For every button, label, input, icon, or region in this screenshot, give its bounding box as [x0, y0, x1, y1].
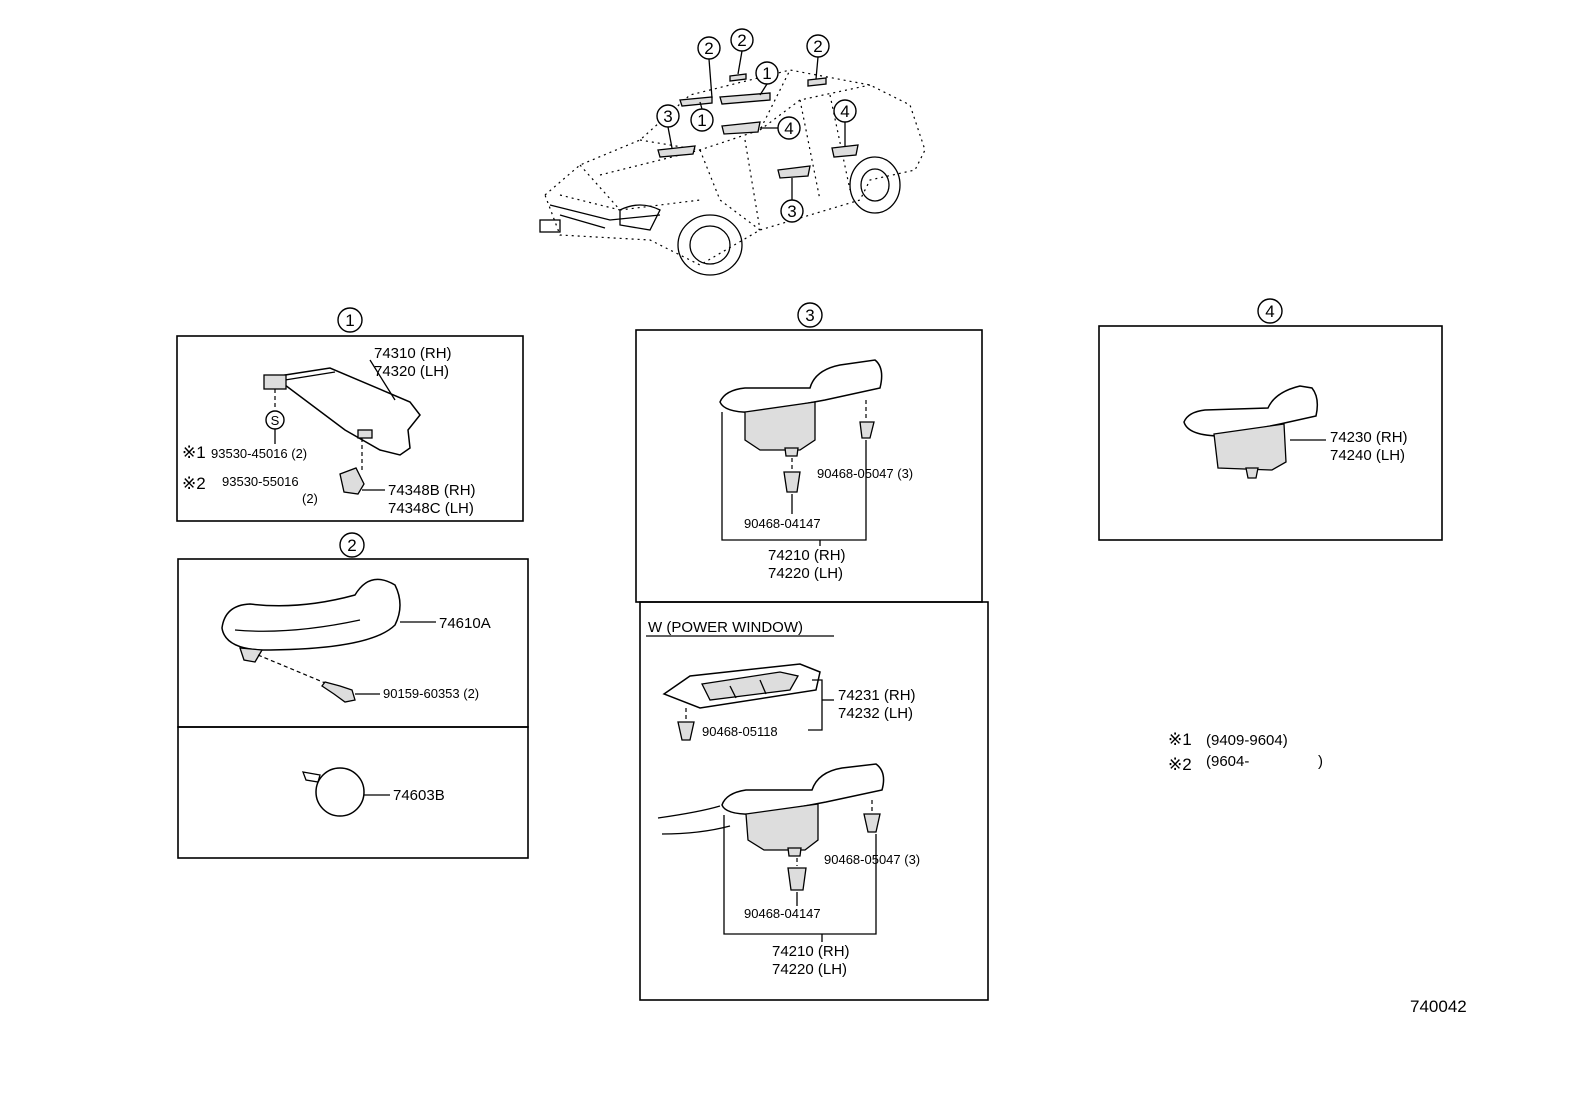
- section-1-callout: 1: [345, 311, 354, 330]
- section-3-door-pull: 3 90468-05047 (3) 90468-04147 74210 (RH)…: [635, 302, 989, 1001]
- label-74220: 74220 (LH): [768, 565, 843, 582]
- label-93530-45016: 93530-45016 (2): [211, 446, 307, 461]
- diagram-id: 740042: [1410, 997, 1467, 1016]
- car-callout-3a: 3: [663, 107, 672, 126]
- label-74232: 74232 (LH): [838, 705, 913, 722]
- s-mark: S: [271, 413, 280, 428]
- footnote1-text: (9409-9604): [1206, 732, 1288, 749]
- label-74610A: 74610A: [439, 615, 491, 632]
- car-callout-4b: 4: [840, 102, 849, 121]
- car-callout-1b: 1: [697, 111, 706, 130]
- footnote1-mark: ※1: [1168, 730, 1192, 749]
- label-74310: 74310 (RH): [374, 345, 452, 362]
- car-callout-1a: 1: [762, 64, 771, 83]
- screw-part: [321, 681, 356, 703]
- label-90468-04147-pw: 90468-04147: [744, 906, 821, 921]
- car-overview: 2 2 2 1 3 1 4 4 3: [539, 28, 926, 276]
- section-2-assist-grip: 2 74610A 90159-60353 (2) 74603B: [177, 532, 529, 859]
- pw-title: W (POWER WINDOW): [648, 619, 803, 636]
- footnote2-text: (9604-: [1206, 753, 1249, 770]
- label-93530-55016: 93530-55016: [222, 474, 299, 489]
- label-74240: 74240 (LH): [1330, 447, 1405, 464]
- visor-holder-part: [339, 467, 365, 495]
- sun-visor-part: [284, 367, 421, 456]
- section-4-frame: [1098, 325, 1443, 541]
- car-callout-2b: 2: [737, 31, 746, 50]
- label-90468-05118: 90468-05118: [702, 724, 778, 739]
- rear-pull-part: [1183, 385, 1319, 437]
- label-74210-pw: 74210 (RH): [772, 943, 850, 960]
- section-3-callout: 3: [805, 306, 814, 325]
- section-2-callout: 2: [347, 536, 356, 555]
- clip-upper-part: [859, 421, 875, 439]
- label-74230: 74230 (RH): [1330, 429, 1408, 446]
- note2-mark: ※2: [182, 474, 206, 493]
- car-callout-3b: 3: [787, 202, 796, 221]
- label-74210: 74210 (RH): [768, 547, 846, 564]
- section-1-frame: [176, 335, 524, 522]
- label-90468-05047: 90468-05047 (3): [817, 466, 913, 481]
- visor-bracket: [263, 374, 287, 390]
- section-4-callout: 4: [1265, 302, 1274, 321]
- footnote2-mark: ※2: [1168, 755, 1192, 774]
- footnotes: ※1 (9409-9604) ※2 (9604- ): [1168, 730, 1323, 774]
- car-callout-4a: 4: [784, 119, 793, 138]
- label-74348C: 74348C (LH): [388, 500, 474, 517]
- section-2-lower-frame: [177, 726, 529, 859]
- label-74231: 74231 (RH): [838, 687, 916, 704]
- clip-lower-pw-part: [787, 867, 807, 891]
- label-93530-55016-qty: (2): [302, 491, 318, 506]
- footnote2-close: ): [1318, 753, 1323, 770]
- label-90468-05047-pw: 90468-05047 (3): [824, 852, 920, 867]
- car-callout-2c: 2: [813, 37, 822, 56]
- label-74320: 74320 (LH): [374, 363, 449, 380]
- cap-part: [315, 767, 365, 817]
- label-90159-60353: 90159-60353 (2): [383, 686, 479, 701]
- label-74348B: 74348B (RH): [388, 482, 476, 499]
- assist-grip-part: [221, 578, 401, 651]
- label-90468-04147: 90468-04147: [744, 516, 821, 531]
- switch-clip-part: [677, 721, 695, 741]
- section-3-pw-frame: [639, 601, 989, 1001]
- section-1-sun-visor: 1 S 74310 (RH) 74320 (LH) ※1 93530-45016…: [176, 307, 524, 522]
- label-74603B: 74603B: [393, 787, 445, 804]
- section-4-rear-pull: 4 74230 (RH) 74240 (LH): [1098, 298, 1443, 541]
- clip-lower-part: [783, 471, 801, 493]
- car-callout-2a: 2: [704, 39, 713, 58]
- clip-upper-pw-part: [863, 813, 881, 833]
- note1-mark: ※1: [182, 443, 206, 462]
- label-74220-pw: 74220 (LH): [772, 961, 847, 978]
